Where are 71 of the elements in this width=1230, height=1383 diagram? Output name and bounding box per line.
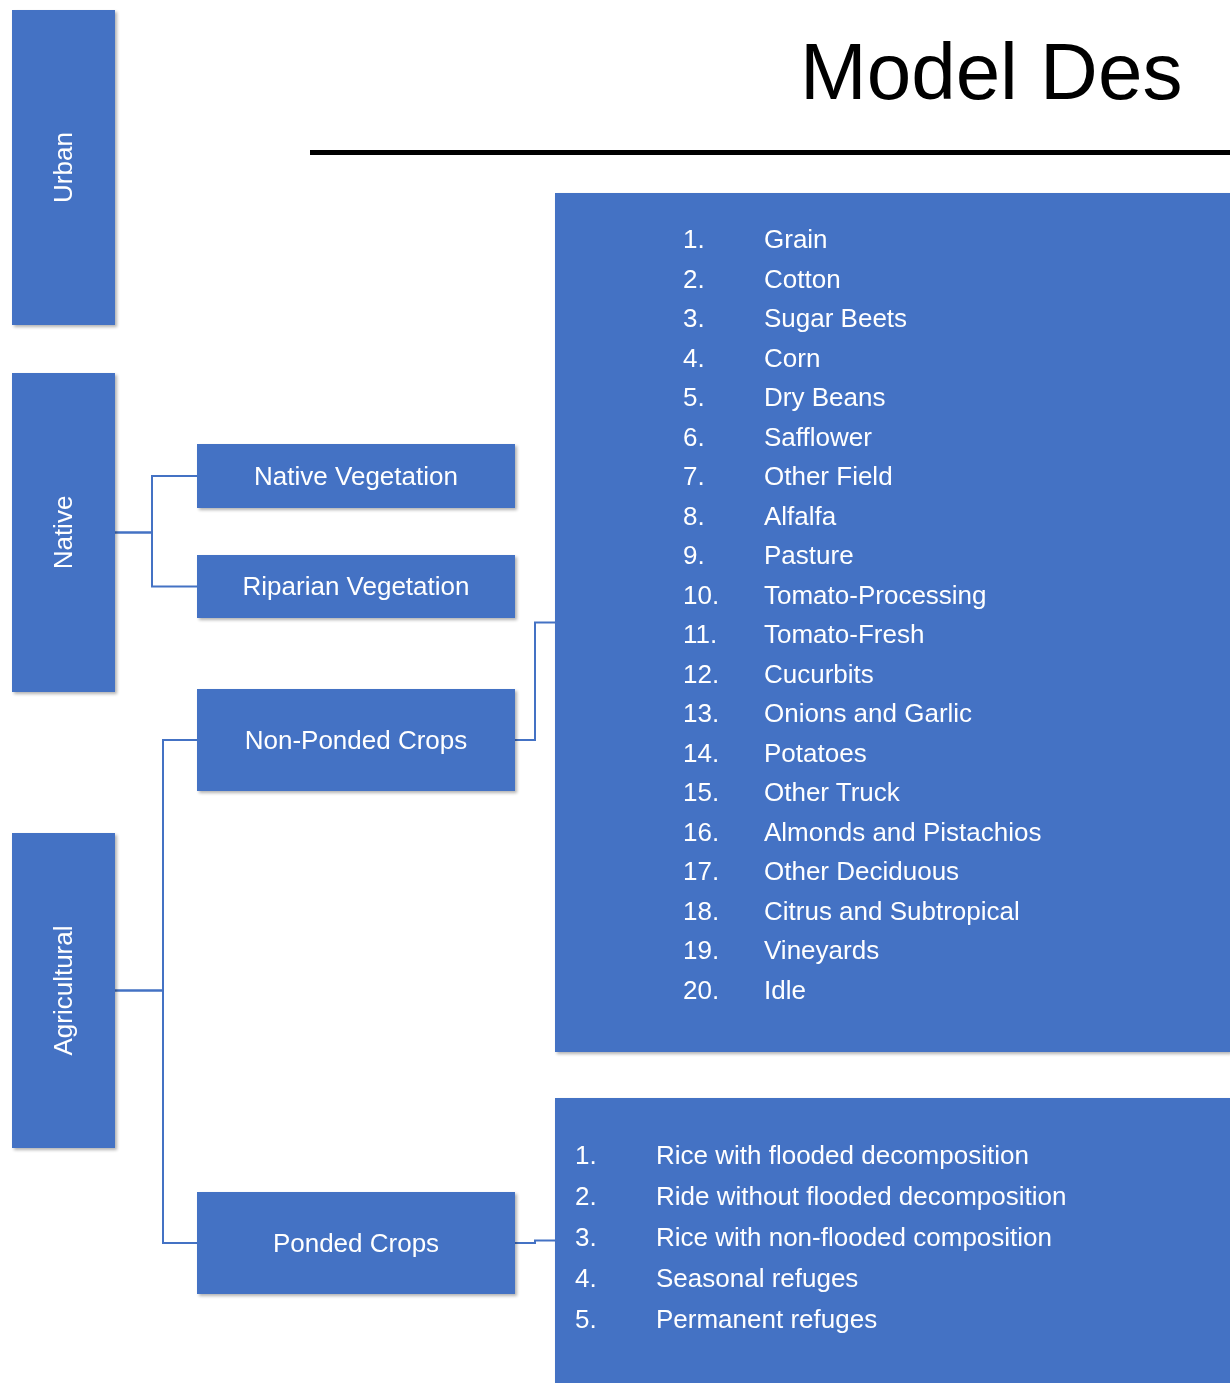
item-number: 14. bbox=[683, 736, 721, 770]
category-label: Agricultural bbox=[47, 925, 79, 1056]
list-item: Dry Beans bbox=[764, 381, 887, 414]
list-item: Rice with non-flooded composition bbox=[656, 1221, 1053, 1254]
list-item: Permanent refuges bbox=[656, 1303, 879, 1336]
list-item: Corn bbox=[764, 341, 822, 375]
list-item: Other Deciduous bbox=[764, 855, 961, 888]
list-item: Cucurbits bbox=[764, 657, 875, 691]
connector-line bbox=[114, 531, 198, 588]
list-item: Onions and Garlic bbox=[764, 697, 974, 730]
item-number: 4. bbox=[575, 1262, 598, 1295]
list-item: Tomato-Fresh bbox=[764, 618, 926, 651]
list-item: Safflower bbox=[764, 420, 873, 454]
group-label: Non-Ponded Crops bbox=[244, 723, 468, 757]
item-number: 1. bbox=[575, 1139, 598, 1172]
item-number: 15. bbox=[683, 776, 721, 809]
item-number: 2. bbox=[683, 262, 706, 296]
list-item: Citrus and Subtropical bbox=[764, 894, 1021, 928]
item-number: 9. bbox=[683, 539, 706, 572]
list-item: Other Field bbox=[764, 460, 894, 493]
item-number: 3. bbox=[575, 1221, 598, 1254]
item-number: 11. bbox=[683, 618, 719, 651]
item-number: 18. bbox=[683, 894, 721, 928]
item-number: 4. bbox=[683, 341, 706, 375]
item-number: 5. bbox=[575, 1303, 598, 1336]
list-item: Potatoes bbox=[764, 736, 868, 770]
list-item: Vineyards bbox=[764, 934, 881, 967]
group-label: Riparian Vegetation bbox=[242, 570, 470, 603]
list-item: Ride without flooded decomposition bbox=[656, 1180, 1067, 1213]
list-item: Grain bbox=[764, 223, 829, 256]
item-number: 1. bbox=[683, 223, 706, 256]
list-item: Rice with flooded decomposition bbox=[656, 1139, 1030, 1172]
item-number: 16. bbox=[683, 815, 721, 849]
group-box bbox=[197, 555, 515, 618]
group-label: Native Vegetation bbox=[254, 459, 458, 493]
item-number: 3. bbox=[683, 302, 706, 335]
item-number: 5. bbox=[683, 381, 706, 414]
category-box bbox=[12, 10, 115, 325]
item-number: 19. bbox=[683, 934, 721, 967]
item-number: 12. bbox=[683, 657, 721, 691]
item-number: 10. bbox=[683, 578, 721, 612]
list-item: Idle bbox=[764, 973, 807, 1007]
list-item: Sugar Beets bbox=[764, 302, 909, 335]
list-item: Cotton bbox=[764, 262, 842, 296]
group-label: Ponded Crops bbox=[272, 1226, 440, 1260]
group-box bbox=[197, 1192, 515, 1294]
title: Model Des bbox=[800, 26, 1183, 118]
list-item: Almonds and Pistachios bbox=[764, 815, 1042, 849]
item-number: 6. bbox=[683, 420, 706, 454]
item-number: 2. bbox=[575, 1180, 598, 1213]
group-box bbox=[197, 689, 515, 791]
list-item: Alfalfa bbox=[764, 499, 838, 533]
group-box bbox=[197, 444, 515, 508]
list-item: Other Truck bbox=[764, 776, 901, 809]
category-box bbox=[12, 373, 115, 692]
list-item: Pasture bbox=[764, 539, 855, 572]
list-item: Seasonal refuges bbox=[656, 1262, 860, 1295]
item-number: 13. bbox=[683, 697, 721, 730]
list-item: Tomato-Processing bbox=[764, 578, 988, 612]
connector-line bbox=[514, 621, 556, 741]
connector-line bbox=[114, 989, 198, 1244]
category-label: Urban bbox=[47, 132, 79, 203]
category-box bbox=[12, 833, 115, 1148]
item-list-box bbox=[555, 193, 1230, 1052]
item-number: 20. bbox=[683, 973, 721, 1007]
item-number: 8. bbox=[683, 499, 706, 533]
category-label: Native bbox=[47, 495, 79, 570]
item-number: 7. bbox=[683, 460, 706, 493]
item-number: 17. bbox=[683, 855, 721, 888]
connector-line bbox=[514, 1239, 556, 1244]
item-list-box bbox=[555, 1098, 1230, 1383]
